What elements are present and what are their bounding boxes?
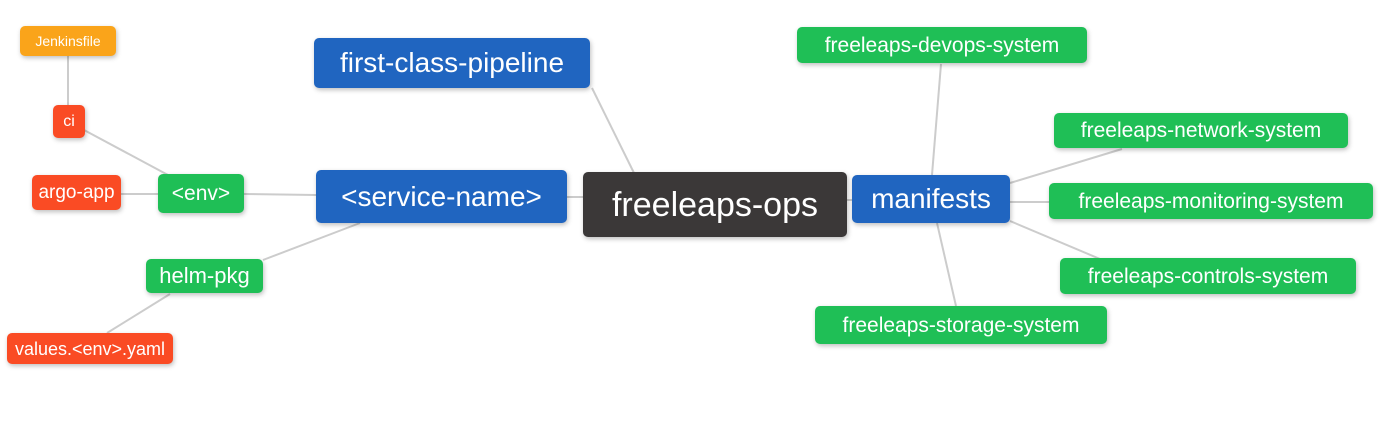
edge-ci-env bbox=[83, 129, 169, 176]
edge-helm-pkg-values-yaml bbox=[106, 293, 171, 334]
node-freeleaps-network-system[interactable]: freeleaps-network-system bbox=[1054, 113, 1348, 148]
node-freeleaps-monitoring-system[interactable]: freeleaps-monitoring-system bbox=[1049, 183, 1373, 219]
edge-env-service-name bbox=[243, 193, 317, 196]
edge-manifests-storage bbox=[936, 222, 957, 307]
node-ci[interactable]: ci bbox=[53, 105, 85, 138]
node-freeleaps-ops-root[interactable]: freeleaps-ops bbox=[583, 172, 847, 237]
edge-manifests-controls bbox=[1009, 220, 1101, 260]
node-first-class-pipeline[interactable]: first-class-pipeline bbox=[314, 38, 590, 88]
node-freeleaps-devops-system[interactable]: freeleaps-devops-system bbox=[797, 27, 1087, 63]
edge-manifests-network bbox=[1009, 148, 1123, 184]
node-env[interactable]: <env> bbox=[158, 174, 244, 213]
node-manifests[interactable]: manifests bbox=[852, 175, 1010, 223]
edge-helm-pkg-service-name bbox=[262, 222, 361, 261]
node-freeleaps-controls-system[interactable]: freeleaps-controls-system bbox=[1060, 258, 1356, 294]
edge-pipeline-root bbox=[591, 87, 635, 174]
node-jenkinsfile[interactable]: Jenkinsfile bbox=[20, 26, 116, 56]
node-helm-pkg[interactable]: helm-pkg bbox=[146, 259, 263, 293]
node-values-env-yaml[interactable]: values.<env>.yaml bbox=[7, 333, 173, 364]
node-service-name[interactable]: <service-name> bbox=[316, 170, 567, 223]
node-argo-app[interactable]: argo-app bbox=[32, 175, 121, 210]
edge-manifests-devops bbox=[931, 63, 942, 176]
node-freeleaps-storage-system[interactable]: freeleaps-storage-system bbox=[815, 306, 1107, 344]
